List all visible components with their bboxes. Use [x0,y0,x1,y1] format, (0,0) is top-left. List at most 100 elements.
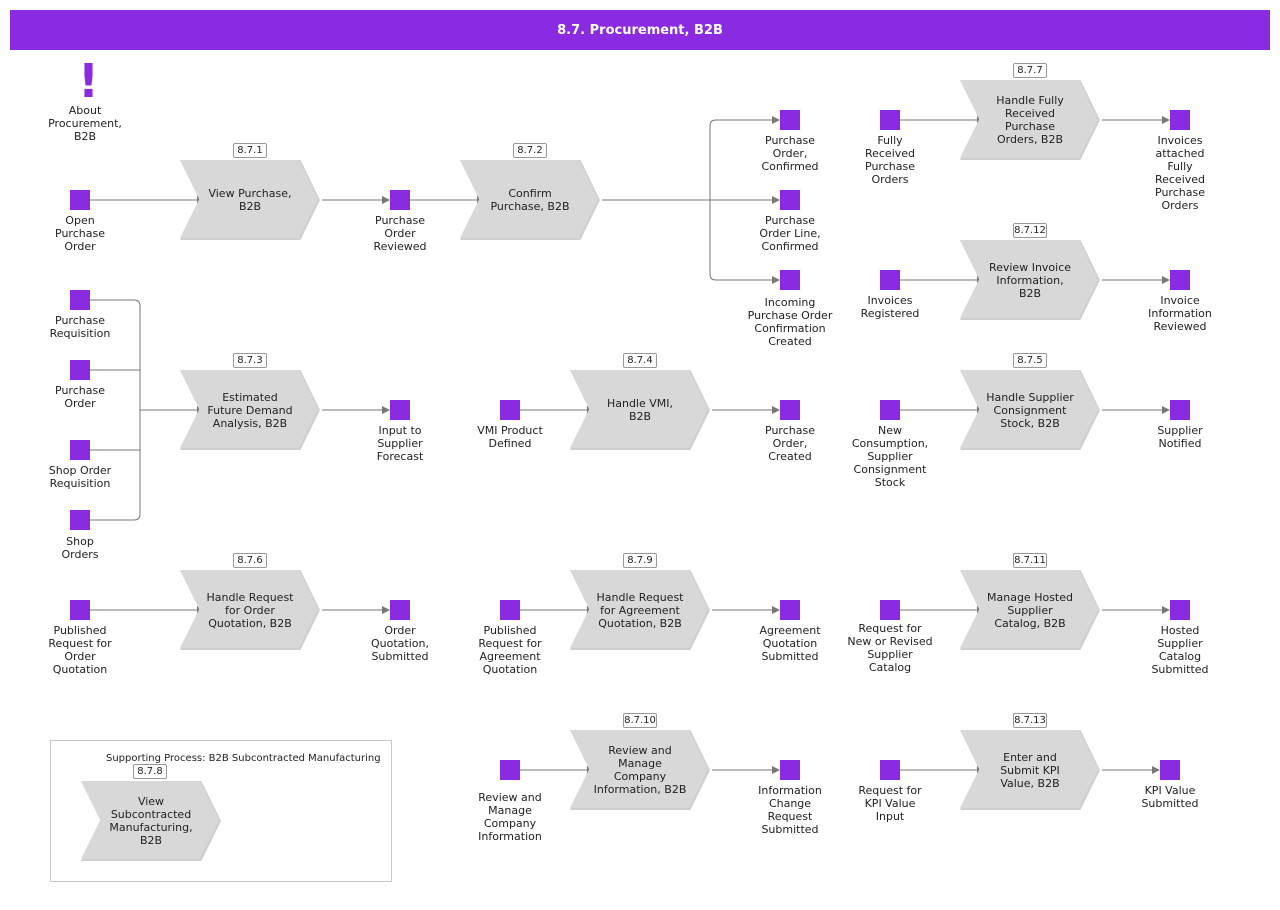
event-label: Purchase Requisition [49,314,111,340]
event-label: Fully Received Purchase Orders [864,134,916,186]
process-label: View Purchase, B2B [208,187,292,213]
event-label: Published Request for Agreement Quotatio… [478,624,542,676]
event-po-reviewed[interactable] [390,190,410,210]
event-shop-order-requisition[interactable] [70,440,90,460]
process-label: Handle VMI, B2B [606,397,674,423]
process-agreement-quotation[interactable]: Handle Request for Agreement Quotation, … [570,570,710,650]
event-vmi-product-defined[interactable] [500,400,520,420]
event-label: Request for New or Revised Supplier Cata… [847,622,933,674]
event-label: Agreement Quotation Submitted [759,624,821,663]
process-handle-vmi[interactable]: Handle VMI, B2B [570,370,710,450]
process-id: 8.7.9 [623,553,657,568]
page-title: 8.7. Procurement, B2B [557,22,723,38]
process-subcontracted-manufacturing[interactable]: View Subcontracted Manufacturing, B2B [81,781,221,861]
process-id: 8.7.7 [1013,63,1047,78]
event-incoming-po-confirmation[interactable] [780,270,800,290]
event-label: Invoices Registered [860,294,920,320]
event-agreement-quotation-submitted[interactable] [780,600,800,620]
event-supplier-notified[interactable] [1170,400,1190,420]
page-title-bar: 8.7. Procurement, B2B [10,10,1270,50]
about-label[interactable]: About Procurement, B2B [48,104,122,143]
process-label: Confirm Purchase, B2B [490,187,570,213]
process-view-purchase[interactable]: View Purchase, B2B [180,160,320,240]
process-label: Review and Manage Company Information, B… [593,744,687,796]
process-label: Enter and Submit KPI Value, B2B [1000,750,1060,790]
process-company-information[interactable]: Review and Manage Company Information, B… [570,730,710,810]
event-label: Invoice Information Reviewed [1148,294,1212,333]
event-order-quotation-submitted[interactable] [390,600,410,620]
event-new-consumption[interactable] [880,400,900,420]
supporting-process-box: Supporting Process: B2B Subcontracted Ma… [50,740,392,882]
event-label: Open Purchase Order [55,214,105,253]
process-id: 8.7.11 [1013,553,1047,568]
process-fully-received[interactable]: Handle Fully Received Purchase Orders, B… [960,80,1100,160]
process-id: 8.7.13 [1013,713,1047,728]
process-label: Estimated Future Demand Analysis, B2B [207,390,293,430]
event-invoice-reviewed[interactable] [1170,270,1190,290]
event-label: Purchase Order [55,384,105,410]
event-label: Order Quotation, Submitted [371,624,429,663]
process-id: 8.7.4 [623,353,657,368]
exclamation-icon[interactable]: ! [78,54,99,108]
process-id: 8.7.3 [233,353,267,368]
process-label: Manage Hosted Supplier Catalog, B2B [987,590,1073,630]
event-info-change-submitted[interactable] [780,760,800,780]
process-kpi-value[interactable]: Enter and Submit KPI Value, B2B [960,730,1100,810]
event-label: Invoices attached Fully Received Purchas… [1154,134,1206,212]
process-confirm-purchase[interactable]: Confirm Purchase, B2B [460,160,600,240]
process-label: Handle Request for Order Quotation, B2B [206,590,294,630]
event-fully-received[interactable] [880,110,900,130]
process-id: 8.7.10 [623,713,657,728]
event-published-rfaq[interactable] [500,600,520,620]
event-label: Purchase Order Line, Confirmed [759,214,821,253]
process-future-demand[interactable]: Estimated Future Demand Analysis, B2B [180,370,320,450]
process-hosted-catalog[interactable]: Manage Hosted Supplier Catalog, B2B [960,570,1100,650]
process-id: 8.7.5 [1013,353,1047,368]
event-label: Input to Supplier Forecast [376,424,424,463]
process-label: Handle Supplier Consignment Stock, B2B [986,390,1074,430]
event-purchase-requisition[interactable] [70,290,90,310]
event-label: VMI Product Defined [477,424,543,450]
event-label: New Consumption, Supplier Consignment St… [851,424,929,489]
event-review-company-info[interactable] [500,760,520,780]
event-request-kpi[interactable] [880,760,900,780]
event-label: Incoming Purchase Order Confirmation Cre… [747,296,833,348]
event-label: Review and Manage Company Information [478,791,542,843]
event-label: Published Request for Order Quotation [48,624,112,676]
event-invoices-registered[interactable] [880,270,900,290]
process-id: 8.7.2 [513,143,547,158]
event-label: Shop Orders [61,535,99,561]
event-label: Hosted Supplier Catalog Submitted [1151,624,1209,676]
event-label: Shop Order Requisition [48,464,112,490]
event-label: Information Change Request Submitted [758,784,822,836]
process-review-invoice[interactable]: Review Invoice Information, B2B [960,240,1100,320]
event-label: KPI Value Submitted [1141,784,1199,810]
event-invoices-attached[interactable] [1170,110,1190,130]
process-label: Review Invoice Information, B2B [988,260,1072,300]
event-po-confirmed[interactable] [780,110,800,130]
process-order-quotation[interactable]: Handle Request for Order Quotation, B2B [180,570,320,650]
event-purchase-order[interactable] [70,360,90,380]
event-kpi-submitted[interactable] [1160,760,1180,780]
process-label: Handle Request for Agreement Quotation, … [596,590,684,630]
process-label: Handle Fully Received Purchase Orders, B… [996,94,1064,146]
event-label: Purchase Order, Confirmed [761,134,819,173]
event-label: Purchase Order Reviewed [373,214,427,253]
process-id: 8.7.8 [133,764,167,779]
process-supplier-consignment[interactable]: Handle Supplier Consignment Stock, B2B [960,370,1100,450]
event-catalog-submitted[interactable] [1170,600,1190,620]
event-input-supplier-forecast[interactable] [390,400,410,420]
event-open-purchase-order[interactable] [70,190,90,210]
process-id: 8.7.12 [1013,223,1047,238]
supporting-process-title: Supporting Process: B2B Subcontracted Ma… [106,753,381,764]
process-label: View Subcontracted Manufacturing, B2B [109,795,193,847]
event-po-created[interactable] [780,400,800,420]
process-id: 8.7.6 [233,553,267,568]
event-label: Supplier Notified [1157,424,1203,450]
event-shop-orders[interactable] [70,510,90,530]
event-request-catalog[interactable] [880,600,900,620]
process-id: 8.7.1 [233,143,267,158]
event-published-rfoq[interactable] [70,600,90,620]
event-label: Purchase Order, Created [765,424,815,463]
event-po-line-confirmed[interactable] [780,190,800,210]
